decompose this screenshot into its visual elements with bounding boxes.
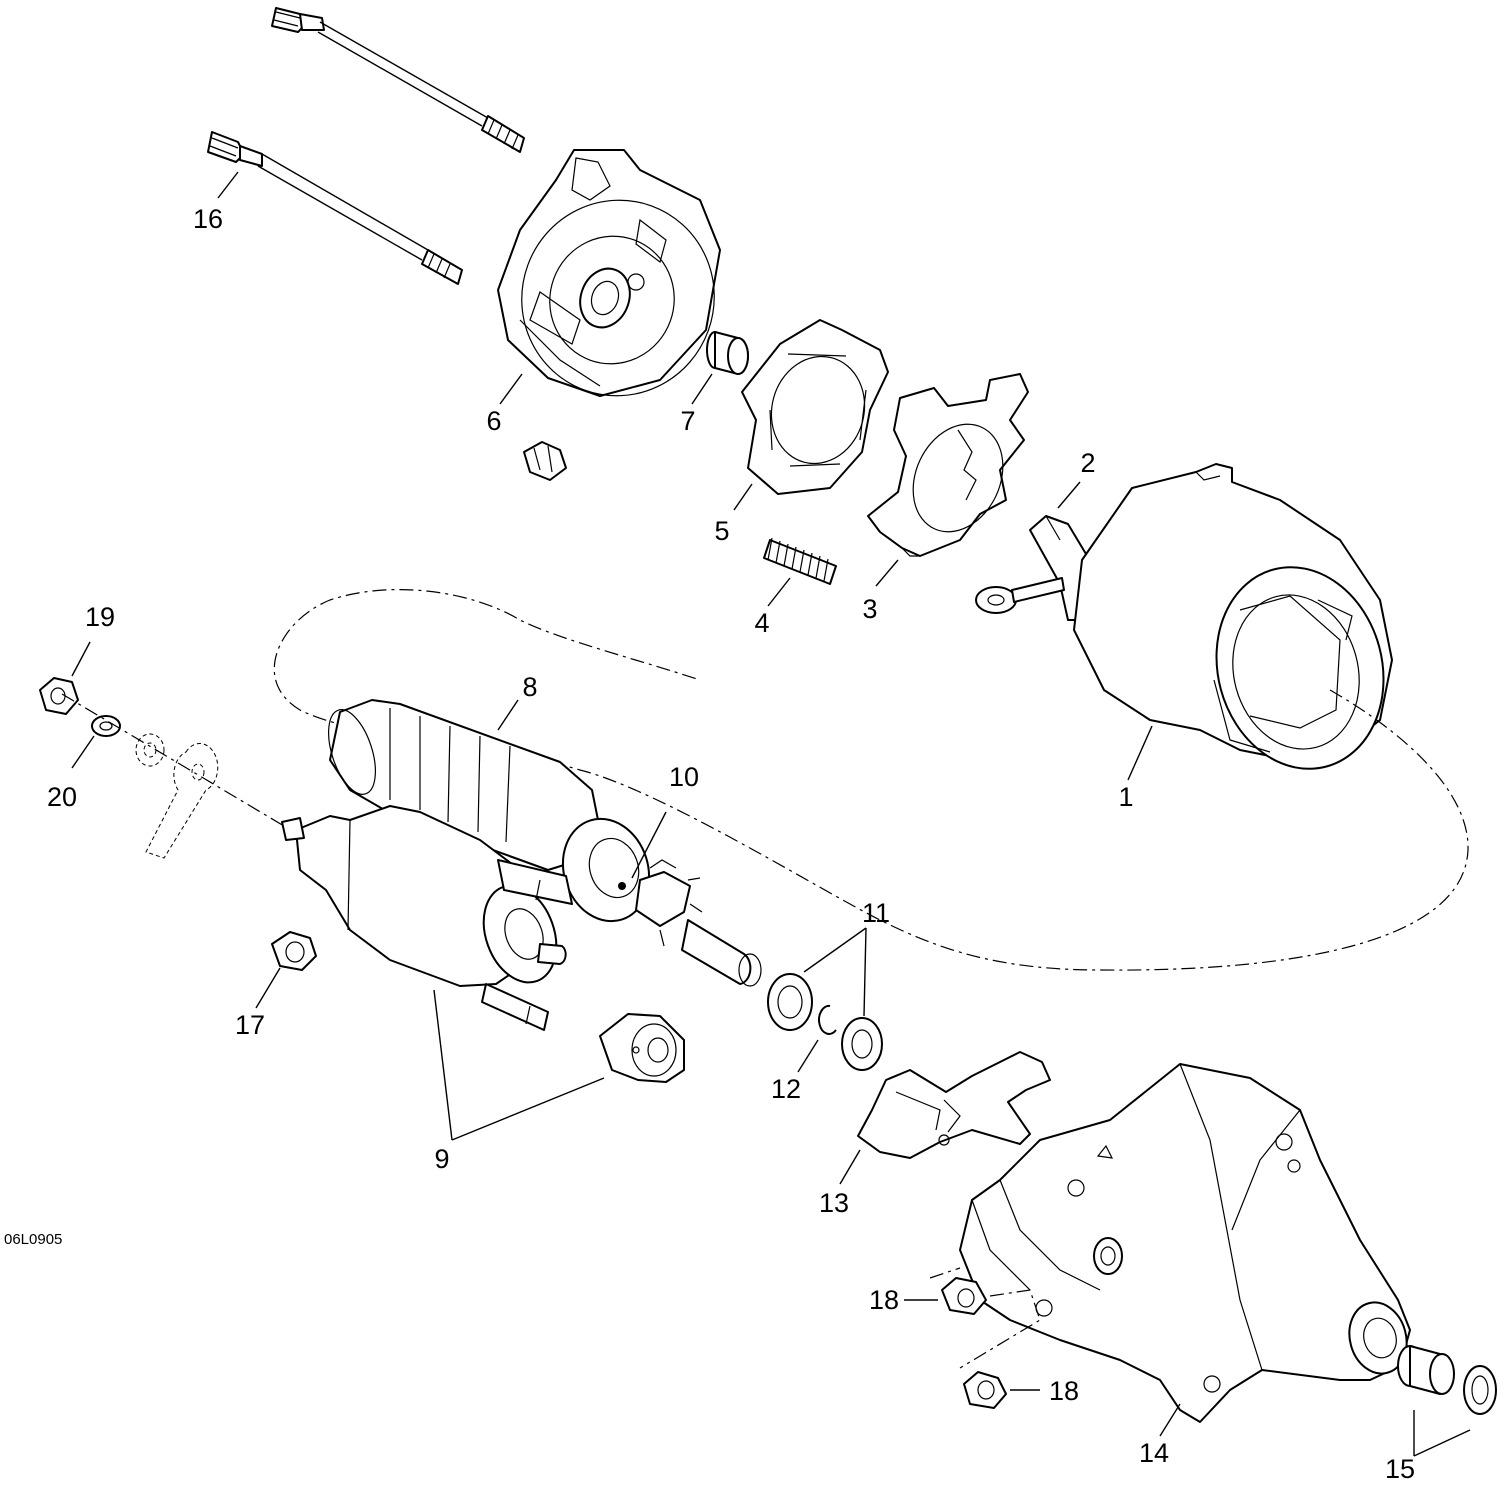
- pinion-shaft: [618, 859, 762, 987]
- callout-3: 3: [862, 594, 877, 624]
- centerline-terminal: [61, 693, 285, 827]
- nut-19: [39, 677, 79, 715]
- lock-washer-20: [91, 715, 121, 737]
- callout-16: 16: [193, 204, 223, 234]
- callout-18-upper: 18: [869, 1285, 899, 1315]
- through-bolt-lower: [207, 131, 463, 285]
- callout-20: 20: [47, 782, 77, 812]
- callout-5: 5: [714, 516, 729, 546]
- callout-7: 7: [680, 406, 695, 436]
- shift-lever: [857, 1051, 1051, 1159]
- callout-10: 10: [669, 762, 699, 792]
- armature: [328, 699, 651, 923]
- nut-18-lower: [963, 1371, 1007, 1409]
- stop-collar: [767, 973, 813, 1031]
- assembly-path-loop: [273, 589, 1469, 971]
- leader-lines: [71, 171, 1471, 1457]
- end-cover: [497, 149, 721, 397]
- brush-spring: [763, 537, 837, 585]
- nut-18-upper: [941, 1277, 987, 1315]
- brush-plate: [741, 319, 889, 495]
- brush-insulator: [523, 441, 567, 481]
- drive-bushing: [1397, 1345, 1455, 1395]
- callout-11: 11: [862, 898, 890, 928]
- through-bolt-upper: [271, 7, 525, 153]
- centerline-nut-lower: [959, 1289, 1041, 1369]
- callout-19: 19: [85, 602, 115, 632]
- snap-ring: [818, 1004, 837, 1035]
- callout-8: 8: [522, 672, 537, 702]
- thrust-washer: [841, 1017, 883, 1071]
- drive-housing: [959, 1063, 1411, 1423]
- callout-9: 9: [434, 1144, 449, 1174]
- callout-6: 6: [486, 406, 501, 436]
- centerline-nut-upper: [929, 1267, 961, 1279]
- solenoid: [281, 805, 573, 1031]
- callout-18-lower: 18: [1049, 1376, 1079, 1406]
- callouts: 1 2 3 4 5 6 7 8 9 10 11 12 13 14 15 16 1…: [47, 204, 1415, 1484]
- callout-2: 2: [1080, 448, 1095, 478]
- nut-17: [271, 931, 317, 971]
- figure-reference-code: 06L0905: [4, 1231, 62, 1248]
- bushing: [706, 331, 749, 375]
- callout-1: 1: [1118, 782, 1133, 812]
- phantom-terminal: [135, 733, 219, 859]
- callout-14: 14: [1139, 1438, 1169, 1468]
- plunger-cap: [599, 1013, 685, 1083]
- callout-13: 13: [819, 1188, 849, 1218]
- callout-4: 4: [754, 608, 769, 638]
- brush-holder: [867, 373, 1029, 557]
- callout-15: 15: [1385, 1454, 1415, 1484]
- yoke-frame: [1073, 463, 1393, 770]
- callout-17: 17: [235, 1010, 265, 1040]
- drive-washer: [1463, 1365, 1497, 1415]
- callout-12: 12: [771, 1074, 801, 1104]
- brush-screw: [975, 577, 1065, 614]
